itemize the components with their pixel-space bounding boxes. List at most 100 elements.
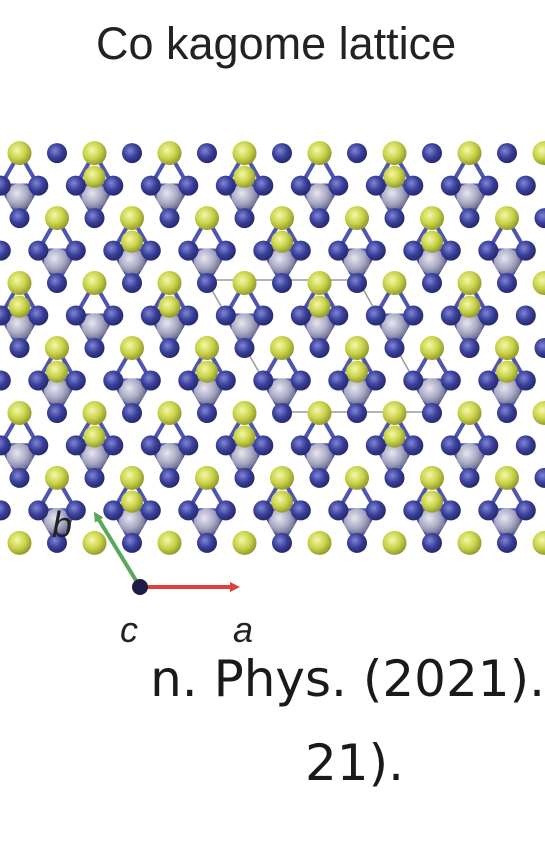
co-atom <box>272 143 292 164</box>
co-atom <box>422 143 442 164</box>
co-atom <box>122 143 142 164</box>
interstitial-atom <box>306 443 333 470</box>
interstitial-atom <box>269 508 295 535</box>
co-atom <box>140 435 161 456</box>
co-atom <box>103 370 124 391</box>
co-atom <box>0 305 11 326</box>
sn-atom <box>233 165 256 188</box>
sn-atom <box>383 425 406 448</box>
interstitial-atom <box>419 508 445 535</box>
interstitial-atom <box>194 378 220 405</box>
sn-atom <box>232 401 257 425</box>
interstitial-atom <box>156 183 183 210</box>
interstitial-atom <box>81 183 108 210</box>
co-atoms <box>0 143 545 553</box>
sn-atom <box>82 141 107 166</box>
sn-atom <box>457 141 482 166</box>
co-atom <box>290 500 311 521</box>
co-atom <box>28 435 49 456</box>
interstitial-atom <box>381 183 408 210</box>
axis-label-c: c <box>120 609 138 650</box>
co-atom <box>0 240 11 261</box>
co-atom <box>515 305 536 326</box>
co-atom <box>215 175 236 196</box>
interstitial-atom <box>419 248 445 275</box>
co-atom <box>309 338 330 358</box>
co-atom <box>140 305 161 326</box>
co-atom <box>0 435 11 456</box>
interstitial-atom <box>344 508 370 535</box>
interstitial-atom <box>44 378 70 405</box>
sn-atom <box>458 295 481 318</box>
sn-atom <box>120 465 144 490</box>
co-atom <box>28 175 49 196</box>
interstitial-atom <box>269 378 295 405</box>
sn-atom <box>457 530 482 555</box>
co-atom <box>103 305 124 326</box>
co-atom <box>272 403 292 423</box>
sn-atom <box>83 425 106 448</box>
co-atom <box>328 305 349 326</box>
kagome-triangles <box>0 151 528 545</box>
sn-atom <box>121 230 143 253</box>
sn-atom <box>382 401 407 425</box>
co-atom <box>65 370 86 391</box>
co-atom <box>478 500 499 521</box>
axis-c-origin <box>132 579 148 595</box>
co-atom <box>84 208 105 229</box>
citation-line-1: n. Phys. (2021). <box>150 650 545 708</box>
co-atom <box>28 240 49 261</box>
interstitial-atom <box>306 183 333 210</box>
co-atom <box>440 175 461 196</box>
co-atom <box>347 532 367 553</box>
co-atom <box>440 240 461 261</box>
interstitial-atom <box>119 378 145 405</box>
co-atom <box>328 240 349 261</box>
co-atom <box>272 273 292 293</box>
co-atom <box>215 500 236 521</box>
figure-title: Co kagome lattice <box>96 18 457 69</box>
sn-atom <box>495 465 519 490</box>
co-atom <box>534 467 545 488</box>
interstitial-atom <box>306 313 333 340</box>
co-atom <box>422 273 442 293</box>
co-atom <box>365 435 386 456</box>
sn-atom <box>532 271 545 295</box>
co-atom <box>103 175 124 196</box>
co-atom <box>290 370 311 391</box>
sn-atom <box>232 271 257 295</box>
co-atom <box>215 240 236 261</box>
interstitial-atom <box>231 443 258 470</box>
co-atom <box>197 143 217 164</box>
co-atom <box>215 305 236 326</box>
co-atom <box>478 175 499 196</box>
co-atom <box>478 435 499 456</box>
kagome-lattice-diagram <box>0 141 545 595</box>
sn-atom <box>120 336 144 360</box>
co-atom <box>440 305 461 326</box>
co-atom <box>328 435 349 456</box>
co-atom <box>365 240 386 261</box>
sn-atom <box>158 295 181 318</box>
sn-atom <box>271 230 293 253</box>
co-atom <box>440 435 461 456</box>
co-atom <box>65 305 86 326</box>
co-atom <box>328 500 349 521</box>
interstitial-atom <box>456 443 483 470</box>
co-atom <box>497 273 517 293</box>
interstitial-atom <box>494 248 520 275</box>
sn-atom <box>420 206 444 231</box>
sn-atom <box>8 295 31 318</box>
co-atom <box>309 208 330 229</box>
co-atom <box>122 532 142 553</box>
interstitial-atom <box>44 248 70 275</box>
sn-atom <box>421 230 443 253</box>
co-atom <box>440 500 461 521</box>
sn-atom <box>7 141 32 166</box>
co-atom <box>347 143 367 164</box>
co-atom <box>140 370 161 391</box>
sn-atom <box>270 206 294 231</box>
co-atom <box>234 338 255 358</box>
co-atom <box>440 370 461 391</box>
co-atom <box>478 240 499 261</box>
